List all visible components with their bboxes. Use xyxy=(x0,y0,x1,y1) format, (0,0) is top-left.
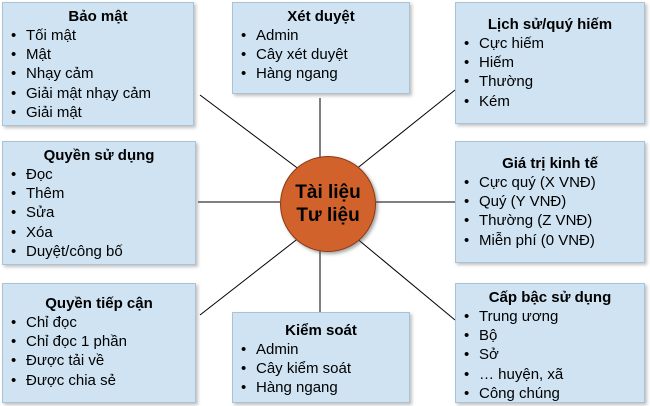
list-item: Xóa xyxy=(11,223,195,242)
list-item: Cây xét duyệt xyxy=(241,45,409,64)
list-item: Được tải về xyxy=(11,351,195,370)
box-title: Lịch sử/quý hiếm xyxy=(487,16,613,33)
box-gia-tri: Giá trị kinh tế Cực quý (X VNĐ) Quý (Y V… xyxy=(455,141,645,263)
list-item: Miễn phí (0 VNĐ) xyxy=(464,231,644,250)
list-item: Thường (Z VNĐ) xyxy=(464,211,644,230)
list-item: Chỉ đọc 1 phần xyxy=(11,332,195,351)
list-item: Chỉ đọc xyxy=(11,313,195,332)
box-title: Xét duyệt xyxy=(287,8,355,25)
item-list: Chỉ đọc Chỉ đọc 1 phần Được tải về Được … xyxy=(3,313,195,390)
list-item: Duyệt/công bố xyxy=(11,242,195,261)
list-item: Sở xyxy=(464,345,644,364)
list-item: Đọc xyxy=(11,165,195,184)
list-item: Được chia sẻ xyxy=(11,371,195,390)
center-node: Tài liệu Tư liệu xyxy=(280,156,376,252)
list-item: Giải mật nhạy cảm xyxy=(11,84,193,103)
item-list: Tối mật Mật Nhạy cảm Giải mật nhạy cảm G… xyxy=(3,26,193,122)
item-list: Cực hiếm Hiếm Thường Kém xyxy=(456,34,644,111)
list-item: Sửa xyxy=(11,203,195,222)
list-item: Thường xyxy=(464,72,644,91)
item-list: Đọc Thêm Sửa Xóa Duyệt/công bố xyxy=(3,165,195,261)
list-item: Cực quý (X VNĐ) xyxy=(464,173,644,192)
box-quyen-su-dung: Quyền sử dụng Đọc Thêm Sửa Xóa Duyệt/côn… xyxy=(2,141,196,265)
item-list: Trung ương Bộ Sở … huyện, xã Công chúng xyxy=(456,307,644,403)
list-item: Hiếm xyxy=(464,53,644,72)
list-item: Hàng ngang xyxy=(241,64,409,83)
connector-cap-bac xyxy=(354,236,456,321)
list-item: Mật xyxy=(11,45,193,64)
connector-lich-su xyxy=(354,89,456,171)
box-xet-duyet: Xét duyệt Admin Cây xét duyệt Hàng ngang xyxy=(232,2,410,94)
box-title: Kiểm soát xyxy=(285,322,357,339)
box-bao-mat: Bảo mật Tối mật Mật Nhạy cảm Giải mật nh… xyxy=(2,2,194,126)
list-item: Tối mật xyxy=(11,26,193,45)
list-item: Admin xyxy=(241,26,409,45)
list-item: Kém xyxy=(464,92,644,111)
box-quyen-tiep-can: Quyền tiếp cận Chỉ đọc Chỉ đọc 1 phần Đư… xyxy=(2,283,196,403)
list-item: Nhạy cảm xyxy=(11,64,193,83)
box-title: Giá trị kinh tế xyxy=(502,155,598,172)
item-list: Cực quý (X VNĐ) Quý (Y VNĐ) Thường (Z VN… xyxy=(456,173,644,250)
box-lich-su: Lịch sử/quý hiếm Cực hiếm Hiếm Thường Ké… xyxy=(455,2,645,124)
box-title: Quyền sử dụng xyxy=(43,147,155,164)
list-item: Cực hiếm xyxy=(464,34,644,53)
box-title: Cấp bậc sử dụng xyxy=(488,289,612,306)
list-item: Bộ xyxy=(464,326,644,345)
box-cap-bac: Cấp bậc sử dụng Trung ương Bộ Sở … huyện… xyxy=(455,283,645,403)
list-item: Hàng ngang xyxy=(241,378,409,397)
box-title: Bảo mật xyxy=(68,8,128,25)
item-list: Admin Cây xét duyệt Hàng ngang xyxy=(233,26,409,84)
list-item: Thêm xyxy=(11,184,195,203)
list-item: Công chúng xyxy=(464,384,644,403)
box-kiem-soat: Kiểm soát Admin Cây kiểm soát Hàng ngang xyxy=(232,312,410,403)
list-item: Cây kiểm soát xyxy=(241,359,409,378)
list-item: Giải mật xyxy=(11,103,193,122)
box-title: Quyền tiếp cận xyxy=(45,295,153,312)
center-label-line1: Tài liệu xyxy=(295,182,361,203)
list-item: … huyện, xã xyxy=(464,365,644,384)
list-item: Quý (Y VNĐ) xyxy=(464,192,644,211)
center-label-line2: Tư liệu xyxy=(296,205,360,226)
list-item: Trung ương xyxy=(464,307,644,326)
connector-bao-mat xyxy=(199,94,301,171)
item-list: Admin Cây kiểm soát Hàng ngang xyxy=(233,340,409,398)
list-item: Admin xyxy=(241,340,409,359)
connector-quyen-tiep-can xyxy=(199,236,301,316)
